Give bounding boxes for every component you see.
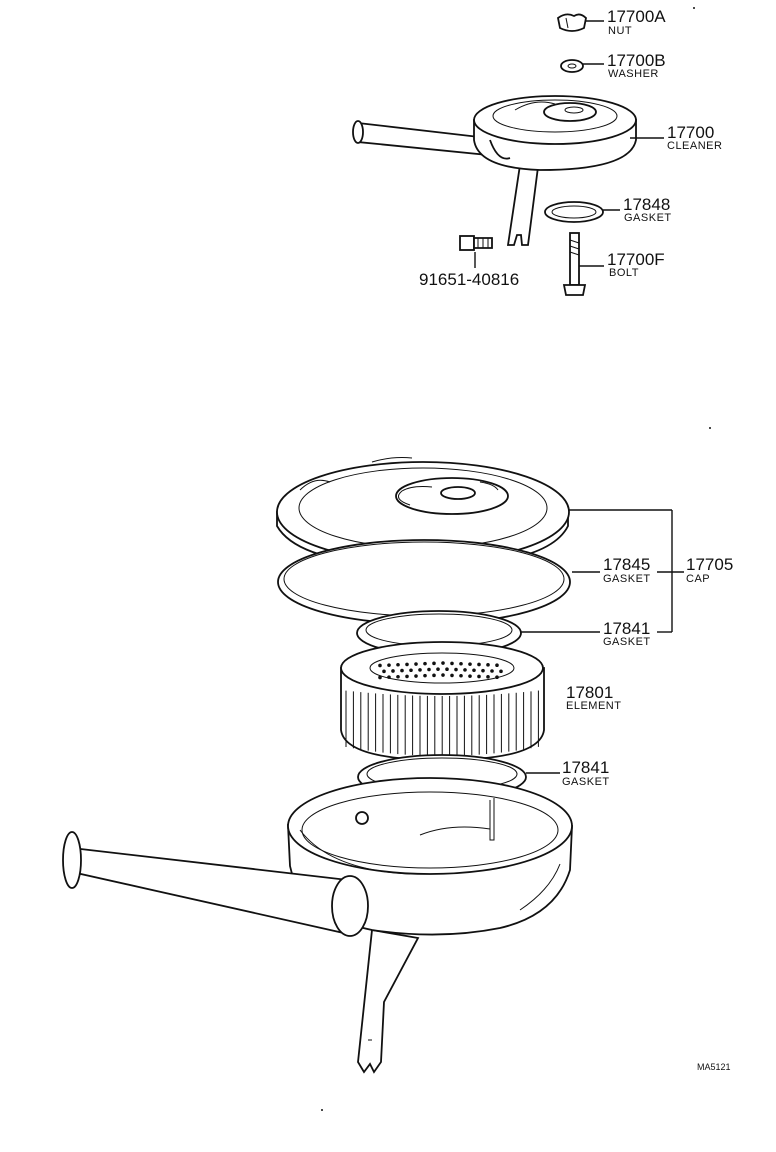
- wing-nut-drawing: [557, 13, 587, 32]
- perforation-hole: [378, 675, 382, 680]
- perforation-hole: [445, 667, 449, 671]
- gasket-17841-lower-name: GASKET: [562, 776, 610, 788]
- speck: [709, 427, 711, 429]
- washer-number: 17700B: [607, 51, 666, 70]
- perforation-hole: [414, 674, 418, 678]
- perforation-hole: [405, 662, 409, 667]
- nut-name: NUT: [608, 25, 632, 37]
- perforation-hole: [405, 674, 409, 679]
- perforation-hole: [495, 663, 499, 667]
- perforation-hole: [391, 669, 395, 673]
- perforation-hole: [450, 673, 454, 678]
- perforation-hole: [477, 662, 481, 667]
- bolt-17700F-number: 17700F: [607, 250, 665, 269]
- element-name: ELEMENT: [566, 700, 621, 712]
- cleaner-body-drawing: [62, 777, 573, 1074]
- washer-drawing: [560, 59, 584, 73]
- gasket-17848-drawing: [544, 201, 604, 223]
- perforation-hole: [427, 667, 431, 672]
- perforation-hole: [481, 668, 485, 673]
- element-perforations: [378, 661, 503, 680]
- perforation-hole: [400, 668, 404, 673]
- perforation-hole: [378, 663, 382, 668]
- perforation-hole: [432, 673, 436, 678]
- perforation-hole: [387, 663, 391, 667]
- nut-number: 17700A: [607, 7, 666, 26]
- gasket-17848-name: GASKET: [624, 212, 672, 224]
- perforation-hole: [423, 661, 427, 666]
- bolt-91651-number: 91651-40816: [419, 270, 519, 289]
- gasket-17845-number: 17845: [603, 555, 650, 574]
- perforation-hole: [418, 668, 422, 672]
- element-pleats: [345, 690, 539, 756]
- small-bolt-drawing: [459, 235, 493, 251]
- element-drawing: [340, 641, 545, 761]
- element-number: 17801: [566, 683, 613, 702]
- cleaner-name: CLEANER: [667, 140, 722, 152]
- perforation-hole: [387, 675, 391, 679]
- washer-name: WASHER: [608, 68, 659, 80]
- perforation-hole: [423, 673, 427, 678]
- gasket-17841-upper-name: GASKET: [603, 636, 651, 648]
- gasket-17848-number: 17848: [623, 195, 670, 214]
- perforation-hole: [450, 661, 454, 666]
- perforation-hole: [441, 661, 445, 665]
- long-bolt-drawing: [562, 232, 587, 296]
- gasket-17841-upper-number: 17841: [603, 619, 650, 638]
- perforation-hole: [468, 662, 472, 666]
- gasket-17845-name: GASKET: [603, 573, 651, 585]
- perforation-hole: [463, 668, 467, 672]
- perforation-hole: [472, 668, 476, 673]
- perforation-hole: [486, 663, 490, 667]
- bolt-17700F-name: BOLT: [609, 267, 639, 279]
- perforation-hole: [468, 674, 472, 678]
- perforation-hole: [459, 661, 463, 666]
- perforation-hole: [486, 675, 490, 679]
- perforation-hole: [396, 674, 400, 679]
- perforation-hole: [490, 669, 494, 673]
- perforation-hole: [499, 669, 503, 674]
- perforation-hole: [409, 668, 413, 673]
- cap-number: 17705: [686, 555, 733, 574]
- perforation-hole: [454, 667, 458, 672]
- perforation-hole: [382, 669, 386, 674]
- perforation-hole: [396, 662, 400, 667]
- perforation-hole: [436, 667, 440, 671]
- speck: [321, 1109, 323, 1111]
- drawing-code: MA5121: [697, 1062, 731, 1072]
- gasket-17841-lower-number: 17841: [562, 758, 609, 777]
- cap-name: CAP: [686, 573, 710, 585]
- perforation-hole: [495, 675, 499, 679]
- small-cleaner-drawing: [352, 95, 637, 246]
- cleaner-number: 17700: [667, 123, 714, 142]
- perforation-hole: [414, 662, 418, 666]
- perforation-hole: [432, 661, 436, 666]
- perforation-hole: [477, 674, 481, 679]
- perforation-hole: [441, 673, 445, 677]
- speck: [693, 7, 695, 9]
- perforation-hole: [459, 673, 463, 678]
